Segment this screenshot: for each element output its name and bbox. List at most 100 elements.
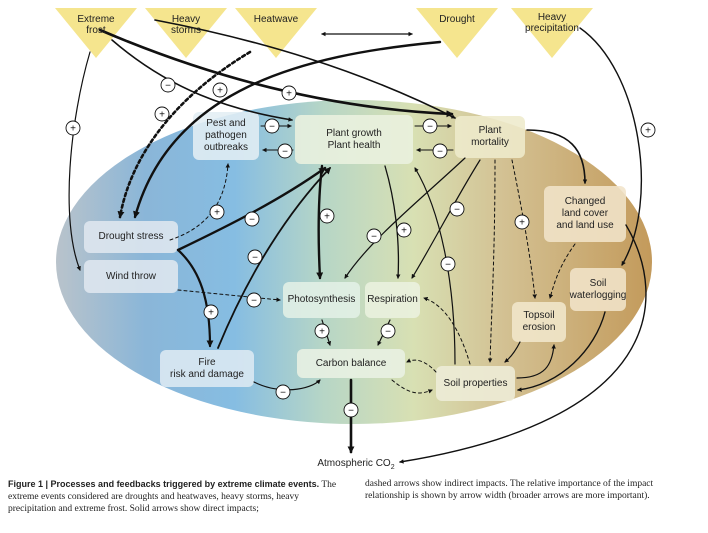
- drought-label: Drought: [439, 14, 475, 25]
- arrow-topsoil-soil: [504, 341, 521, 363]
- heavy-storms-label: Heavy storms: [171, 14, 201, 36]
- arrow-mortality-land: [526, 129, 588, 184]
- minus-sign-marker: −: [246, 292, 262, 308]
- sign-text: −: [385, 327, 391, 338]
- plus-sign-marker: +: [212, 82, 228, 98]
- minus-sign-marker: −: [275, 384, 291, 400]
- soil-properties-label: Soil properties: [443, 377, 508, 389]
- sign-text: −: [427, 122, 433, 133]
- arrow-growth-photosynthesis: [316, 164, 324, 280]
- arrow-drought-fire: [176, 248, 214, 348]
- plus-sign-marker: +: [203, 304, 219, 320]
- arrow-fire-growth: [217, 166, 331, 349]
- extreme-frost-label: Extreme frost: [77, 14, 115, 36]
- arrow-storms-mortality: [154, 19, 456, 119]
- caption-left: Figure 1 | Processes and feedbacks trigg…: [8, 478, 348, 515]
- sign-text: +: [401, 226, 407, 237]
- plus-sign-marker: +: [65, 120, 81, 136]
- arrow-precip-waterlogging: [579, 27, 643, 266]
- fire-box: [160, 350, 254, 387]
- minus-sign-marker: −: [380, 323, 396, 339]
- sign-text: +: [519, 218, 525, 229]
- soil-waterlogging-label: Soil waterlogging: [569, 277, 627, 301]
- arrow-drought-droughtstress: [133, 40, 442, 219]
- plus-sign-marker: +: [281, 85, 297, 101]
- sign-text: +: [645, 126, 651, 137]
- sign-text: −: [282, 147, 288, 158]
- minus-sign-marker: −: [277, 143, 293, 159]
- arrow-carbon-soil: [391, 379, 433, 394]
- minus-sign-marker: −: [247, 249, 263, 265]
- minus-sign-marker: −: [343, 402, 359, 418]
- heavy-precipitation-label: Heavy precipitation: [525, 12, 579, 34]
- plant-mortality-box: [455, 116, 525, 158]
- plant-growth-box: [295, 115, 413, 164]
- arrow-soil-topsoil: [516, 344, 556, 379]
- drought-stress-box: [84, 221, 178, 253]
- plus-sign-marker: +: [396, 222, 412, 238]
- minus-sign-marker: −: [440, 256, 456, 272]
- sign-text: −: [280, 388, 286, 399]
- arrow-frost-growth: [111, 39, 293, 122]
- respiration-box: [365, 282, 420, 318]
- plus-sign-marker: +: [314, 323, 330, 339]
- photosynthesis-label: Photosynthesis: [287, 294, 356, 305]
- atmospheric-co2-text: Atmospheric CO: [317, 458, 391, 469]
- plant-mortality-label: Plant mortality: [471, 125, 509, 148]
- carbon-balance-label: Carbon balance: [315, 357, 387, 369]
- plus-sign-marker: +: [514, 214, 530, 230]
- respiration-label: Respiration: [367, 294, 418, 305]
- arrow-waterlogging-soil: [517, 311, 606, 392]
- arrow-mortality-photosynthesis: [344, 157, 466, 279]
- sign-text: −: [251, 296, 257, 307]
- changed-land-label: Changed land cover and land use: [556, 196, 614, 231]
- arrow-heatwave-droughtstress: [117, 50, 252, 219]
- minus-sign-marker: −: [449, 201, 465, 217]
- topsoil-label: Topsoil erosion: [522, 310, 556, 333]
- minus-sign-marker: −: [432, 143, 448, 159]
- sign-text: −: [348, 406, 354, 417]
- plus-sign-marker: +: [154, 106, 170, 122]
- sign-text: +: [319, 327, 325, 338]
- atmospheric-co2-label: Atmospheric CO2: [306, 458, 406, 471]
- sign-text: −: [252, 253, 258, 264]
- caption-right-text: dashed arrows show indirect impacts. The…: [365, 479, 654, 501]
- soil-waterlogging-box: [570, 268, 626, 311]
- arrow-fire-carbon: [253, 379, 321, 391]
- ecosystem-ellipse: [56, 100, 652, 424]
- caption-title: Figure 1 | Processes and feedbacks trigg…: [8, 479, 320, 489]
- atmospheric-co2-subscript: 2: [390, 464, 395, 471]
- arrow-mortality-soil: [487, 159, 496, 363]
- minus-sign-marker: −: [244, 211, 260, 227]
- sign-text: −: [454, 205, 460, 216]
- minus-sign-marker: −: [366, 228, 382, 244]
- sign-text: +: [208, 308, 214, 319]
- caption-right: dashed arrows show indirect impacts. The…: [365, 478, 700, 502]
- changed-land-box: [544, 186, 626, 242]
- sign-markers: −+++−−−−+++−−++−−−+−++−−−: [65, 77, 656, 418]
- extreme-frost-triangle: [55, 8, 137, 58]
- soil-properties-box: [436, 366, 515, 401]
- sign-text: +: [324, 212, 330, 223]
- arrow-mortality-respiration: [411, 159, 481, 279]
- sign-text: +: [217, 86, 223, 97]
- sign-text: −: [165, 81, 171, 92]
- heavy-precipitation-triangle: [511, 8, 593, 58]
- arrow-soil-carbon: [406, 358, 437, 373]
- sign-text: +: [159, 110, 165, 121]
- plus-sign-marker: +: [209, 204, 225, 220]
- photosynthesis-box: [283, 282, 360, 318]
- minus-sign-marker: −: [160, 77, 176, 93]
- plus-sign-marker: +: [640, 122, 656, 138]
- caption-left-text: The extreme events considered are drough…: [8, 480, 337, 514]
- arrow-soil-growth: [414, 167, 456, 365]
- plus-sign-marker: +: [319, 208, 335, 224]
- pest-label: Pest and pathogen outbreaks: [204, 118, 248, 153]
- drought-stress-label: Drought stress: [98, 231, 164, 242]
- arrow-drought-growth: [176, 166, 327, 252]
- pest-box: [193, 112, 259, 160]
- sign-text: +: [286, 89, 292, 100]
- wind-throw-label: Wind throw: [105, 270, 156, 282]
- process-diagram: −+++−−−−+++−−++−−−+−++−−−: [55, 8, 656, 464]
- sign-text: −: [249, 215, 255, 226]
